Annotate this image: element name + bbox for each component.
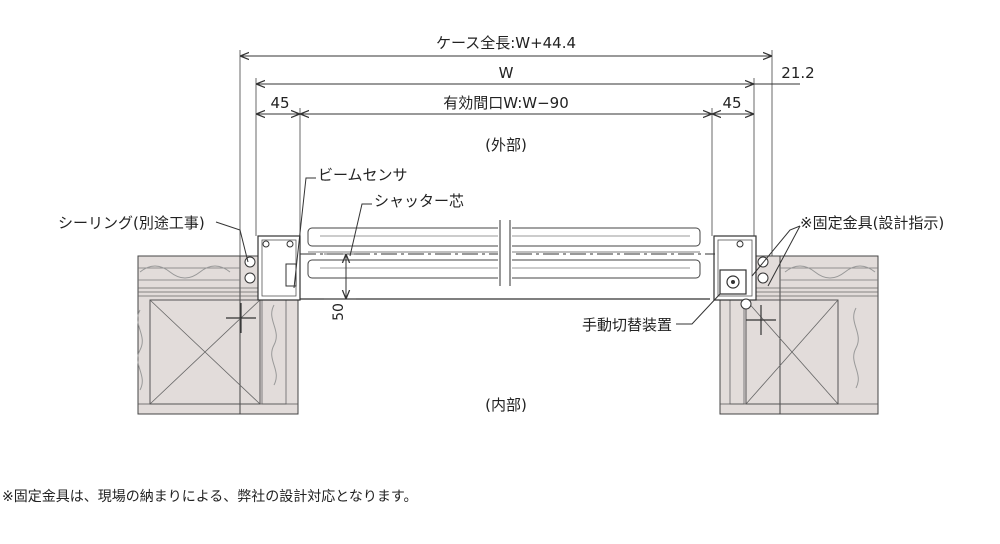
fixing-bracket-label: ※固定金具(設計指示) — [800, 214, 944, 232]
width-label: W — [499, 64, 514, 82]
interior-label: (内部) — [485, 396, 527, 414]
beam-sensor-label: ビームセンサ — [318, 166, 408, 184]
footnote: ※固定金具は、現場の納まりによる、弊社の設計対応となります。 — [2, 489, 418, 505]
right-frame — [713, 235, 769, 310]
right-45-label: 45 — [722, 94, 741, 112]
leader-lines — [215, 177, 801, 325]
dimension-lines — [239, 50, 800, 300]
sealing-label: シーリング(別途工事) — [58, 214, 205, 232]
exterior-label: (外部) — [485, 136, 527, 154]
opening-label: 有効間口W:W−90 — [443, 94, 569, 112]
shutter-slats — [300, 220, 715, 300]
case-length-label: ケース全長:W+44.4 — [436, 34, 576, 52]
left-45-label: 45 — [270, 94, 289, 112]
offset-21-2-label: 21.2 — [781, 64, 814, 82]
manual-switch-label: 手動切替装置 — [582, 316, 672, 334]
height-50-label: 50 — [331, 303, 347, 321]
shutter-core-label: シャッター芯 — [374, 192, 464, 210]
left-frame — [244, 235, 301, 301]
